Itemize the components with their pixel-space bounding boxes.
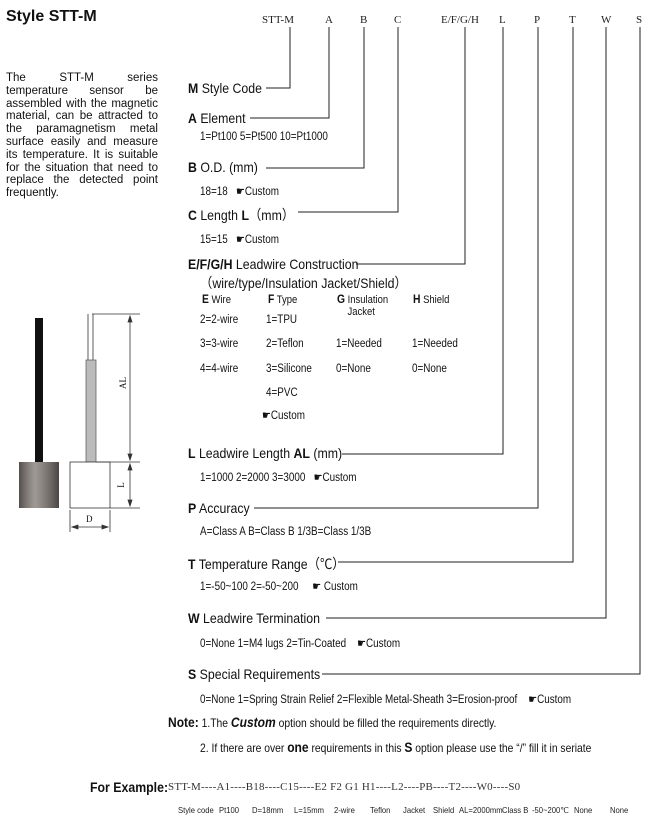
section-a-options: 1=Pt100 5=Pt500 10=Pt1000 [200,131,328,143]
example-part-label: Pt100 [219,805,239,815]
note-line-2: 2. If there are over one requirements in… [200,739,592,755]
example-part-label: 2-wire [334,805,355,815]
section-w-options: 0=None 1=M4 lugs 2=Tin-Coated ☛Custom [200,638,401,650]
section-s-options: 0=None 1=Spring Strain Relief 2=Flexible… [200,694,572,706]
example-part-label: Shield [433,805,455,815]
col-f-header: F Type [268,292,298,306]
example-part-label: None [574,805,593,815]
col-g-header: G Insulation Jacket [337,292,389,318]
section-b-options: 18=18 ☛Custom [200,186,279,198]
section-l-options: 1=1000 2=2000 3=3000 ☛Custom [200,472,357,484]
note-line-1: Note: 1.The Custom option should be fill… [168,714,497,730]
al-dimension-label: AL [118,377,128,389]
hand-pointer-icon: ☛ [236,234,245,246]
code-l: L [499,14,506,26]
wire-option: 3=3-wire [200,338,239,350]
product-description: The STT-M series temperature sensor be a… [6,72,158,200]
d-dimension-label: D [86,514,93,524]
hand-pointer-icon: ☛ [236,186,245,198]
code-s: S [636,14,643,26]
sensor-photo [19,318,59,508]
col-h-header: H Shield [413,292,450,306]
hand-pointer-icon: ☛ [312,581,322,593]
hand-pointer-icon: ☛ [528,694,538,706]
section-efgh-sub: （wire/type/Insulation Jacket/Shield） [200,275,407,291]
example-part-label: L=15mm [294,805,324,815]
example-part-label: None [610,805,629,815]
section-t: T Temperature Range（℃） [188,556,345,572]
section-a: A Element [188,110,246,126]
hand-pointer-icon: ☛ [262,410,271,422]
example-part-label: AL=2000mm [459,805,503,815]
code-a: A [325,14,333,26]
shield-option: 1=Needed [412,338,458,350]
wire-option: 2=2-wire [200,314,239,326]
example-part-label: -50~200℃ [532,805,569,815]
section-p: P Accuracy [188,500,250,516]
section-efgh: E/F/G/H Leadwire Construction [188,256,359,272]
hand-pointer-icon: ☛ [357,638,367,650]
type-option: 2=Teflon [266,338,304,350]
code-w: W [601,14,612,26]
type-option: 3=Silicone [266,363,312,375]
example-part-label: Jacket [403,805,426,815]
section-w: W Leadwire Termination [188,610,320,626]
page-title: Style STT-M [6,8,97,25]
section-c: C Length L（mm） [188,207,295,223]
section-s: S Special Requirements [188,666,321,682]
type-option: 1=TPU [266,314,298,326]
code-efgh: E/F/G/H [441,14,479,26]
dimension-drawing [69,313,140,532]
example-code: STT-M----A1----B18----C15----E2 F2 G1 H1… [168,781,521,793]
code-p: P [534,14,541,26]
example-part-label: Class B [502,805,529,815]
example-part-label: D=18mm [252,805,284,815]
type-option: 4=PVC [266,387,298,399]
col-e-header: E Wire [202,292,231,306]
section-c-options: 15=15 ☛Custom [200,234,279,246]
l-dimension-label: L [115,482,126,488]
code-c: C [394,14,402,26]
type-custom: ☛Custom [262,410,305,422]
example-part-label: Teflon [370,805,391,815]
section-b: B O.D. (mm) [188,159,258,175]
section-m: M Style Code [188,80,262,96]
section-p-options: A=Class A B=Class B 1/3B=Class 1/3B [200,526,372,538]
example-part-label: Style code [178,805,214,815]
code-b: B [360,14,368,26]
example-label: For Example: [90,779,169,795]
code-t: T [569,14,576,26]
jacket-option: 1=Needed [336,338,382,350]
shield-option: 0=None [412,363,447,375]
wire-option: 4=4-wire [200,363,239,375]
section-t-options: 1=-50~100 2=-50~200 ☛ Custom [200,581,358,593]
code-stt-m: STT-M [262,14,294,26]
hand-pointer-icon: ☛ [313,472,323,484]
section-l: L Leadwire Length AL (mm) [188,445,343,461]
jacket-option: 0=None [336,363,371,375]
